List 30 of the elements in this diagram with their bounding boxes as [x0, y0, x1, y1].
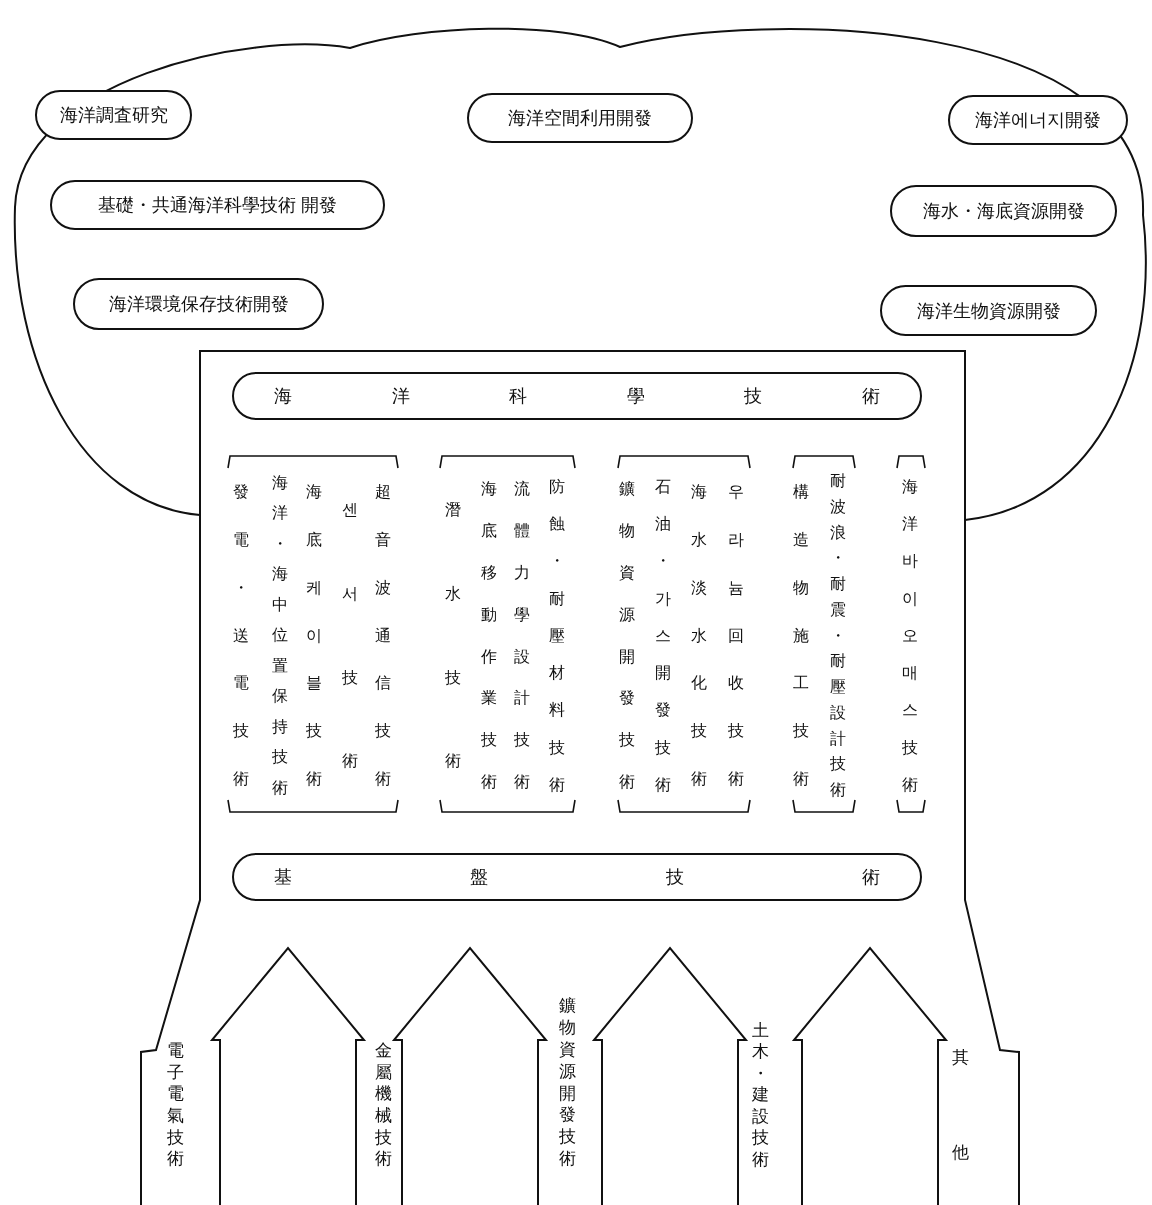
rounded-label-box: 海洋에너지開發 — [948, 95, 1128, 145]
vertical-label: 電子電氣技術 — [166, 1040, 184, 1170]
vertical-label: 超音波通信技術 — [375, 481, 391, 791]
vertical-label: 海底케이블技術 — [306, 481, 322, 791]
vertical-label: 海洋바이오매스技術 — [902, 476, 918, 796]
vertical-label: 海底移動作業技術 — [481, 478, 497, 794]
vertical-label: 土木・建設技術 — [751, 1020, 769, 1170]
rounded-label-box: 海洋生物資源開發 — [880, 285, 1097, 336]
vertical-label: 構造物施工技術 — [793, 481, 809, 791]
vertical-label: 耐波浪・耐震・耐壓設計技術 — [830, 470, 846, 802]
rounded-label-box: 基礎・共通海洋科學技術 開發 — [50, 180, 385, 230]
vertical-label: 鑛物資源開發技術 — [558, 995, 576, 1170]
vertical-label: 潛水技術 — [445, 499, 461, 773]
vertical-label: 鑛物資源開發技術 — [619, 478, 635, 794]
rounded-label-box: 海洋科學技術 — [232, 372, 922, 420]
vertical-label: 石油・가스開發技術 — [655, 476, 671, 796]
vertical-label: 센서技術 — [342, 499, 358, 773]
rounded-label-box: 基盤技術 — [232, 853, 922, 901]
rounded-label-box: 海洋環境保存技術開發 — [73, 278, 324, 330]
vertical-label: 海水淡水化技術 — [691, 481, 707, 791]
vertical-label: 其他 — [951, 1046, 969, 1164]
vertical-label: 防蝕・耐壓材料技術 — [549, 476, 565, 796]
vertical-label: 海洋・海中位置保持技術 — [272, 472, 288, 799]
rounded-label-box: 海洋調査研究 — [35, 90, 192, 140]
rounded-label-box: 海水・海底資源開發 — [890, 185, 1117, 237]
vertical-label: 金屬機械技術 — [374, 1040, 392, 1170]
rounded-label-box: 海洋空間利用開發 — [467, 93, 693, 143]
vertical-label: 流體力學設計技術 — [514, 478, 530, 794]
vertical-label: 우라늄回收技術 — [728, 481, 744, 791]
vertical-label: 發電・送電技術 — [233, 481, 249, 791]
